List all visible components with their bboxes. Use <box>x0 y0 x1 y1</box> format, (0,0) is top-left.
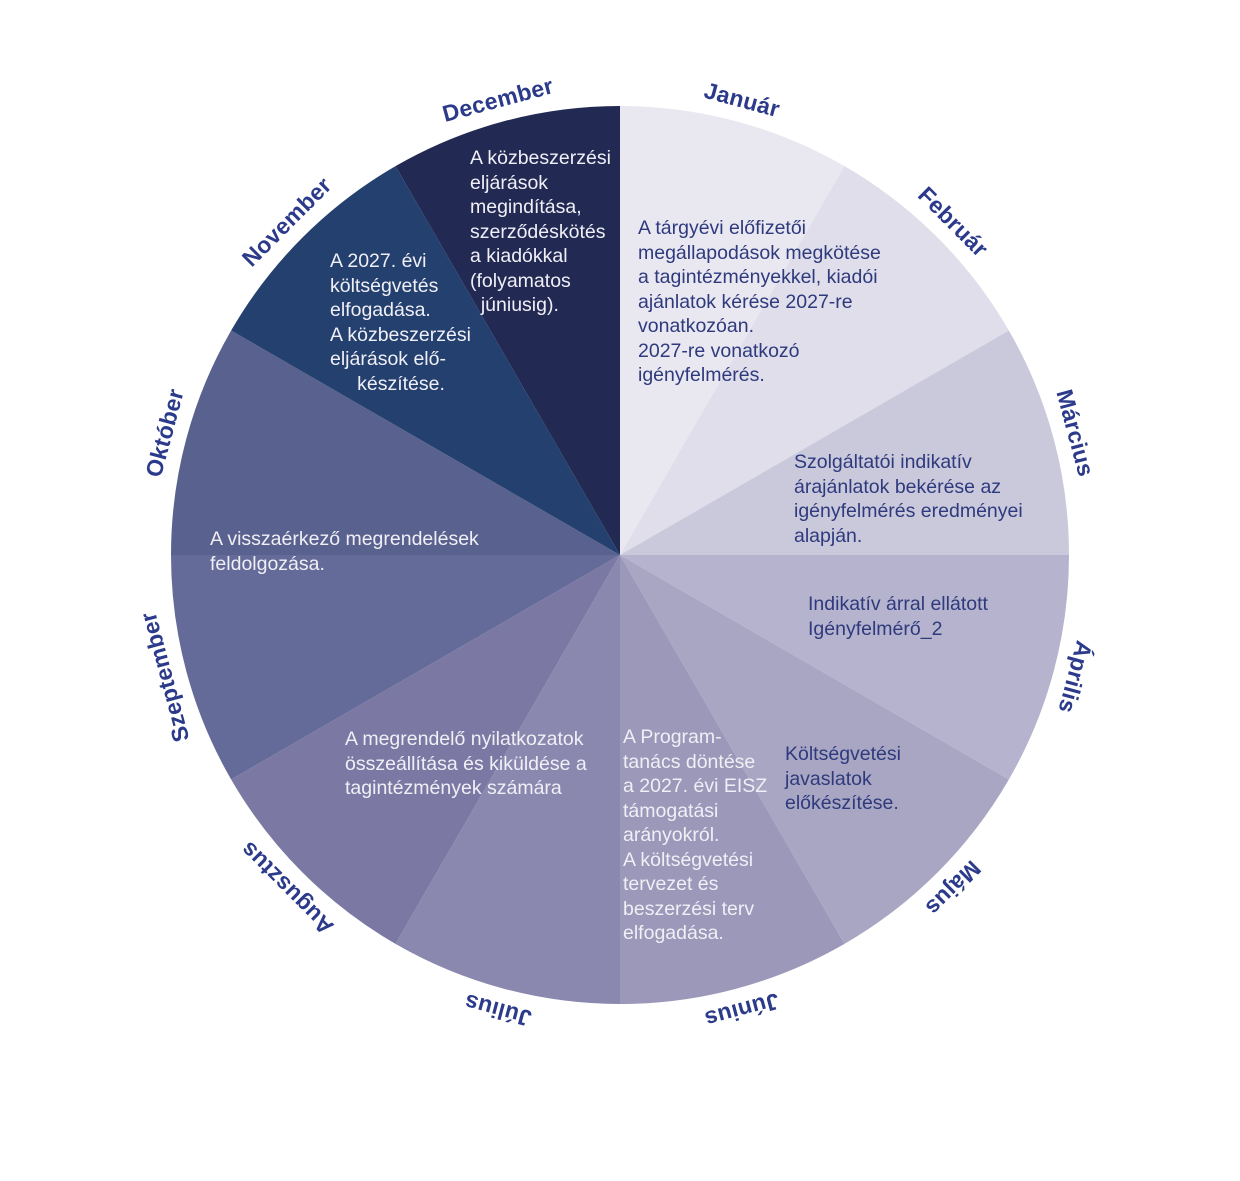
annotation-junius: A Program- tanács döntése a 2027. évi EI… <box>623 726 768 944</box>
wheel-sector-junius <box>620 555 845 1004</box>
wheel-sector-marcius <box>620 330 1069 555</box>
annotation-marcius: Szolgáltatói indikatív árajánlatok bekér… <box>794 451 1023 547</box>
wheel-sector-januar <box>620 105 845 555</box>
wheel-sector-szeptember <box>171 555 620 780</box>
wheel-sector-februar <box>620 166 1009 555</box>
wheel-sector-oktober <box>171 330 620 555</box>
annotation-julius-augusztus: A megrendelő nyilatkozatok összeállítása… <box>345 728 587 799</box>
wheel-sector-julius <box>395 555 620 1004</box>
annotation-november: A 2027. évi költségvetés elfogadása. A k… <box>330 250 471 395</box>
annotation-januar-februar: A tárgyévi előfizetői megállapodások meg… <box>638 217 881 386</box>
wheel-sector-majus <box>620 555 1009 944</box>
annotation-szeptember-oktober: A visszaérkező megrendelések feldolgozás… <box>210 528 479 575</box>
wheel-sector-december <box>395 105 620 555</box>
wheel-sector-aprilis <box>620 555 1069 780</box>
annotation-december: A közbeszerzési eljárások megindítása, s… <box>470 147 611 316</box>
wheel-sector-augusztus <box>231 555 620 944</box>
annotation-aprilis: Indikatív árral ellátott Igényfelmérő_2 <box>808 593 988 640</box>
wheel-sector-november <box>231 166 620 555</box>
annotation-majus: Költségvetési javaslatok előkészítése. <box>785 743 901 814</box>
